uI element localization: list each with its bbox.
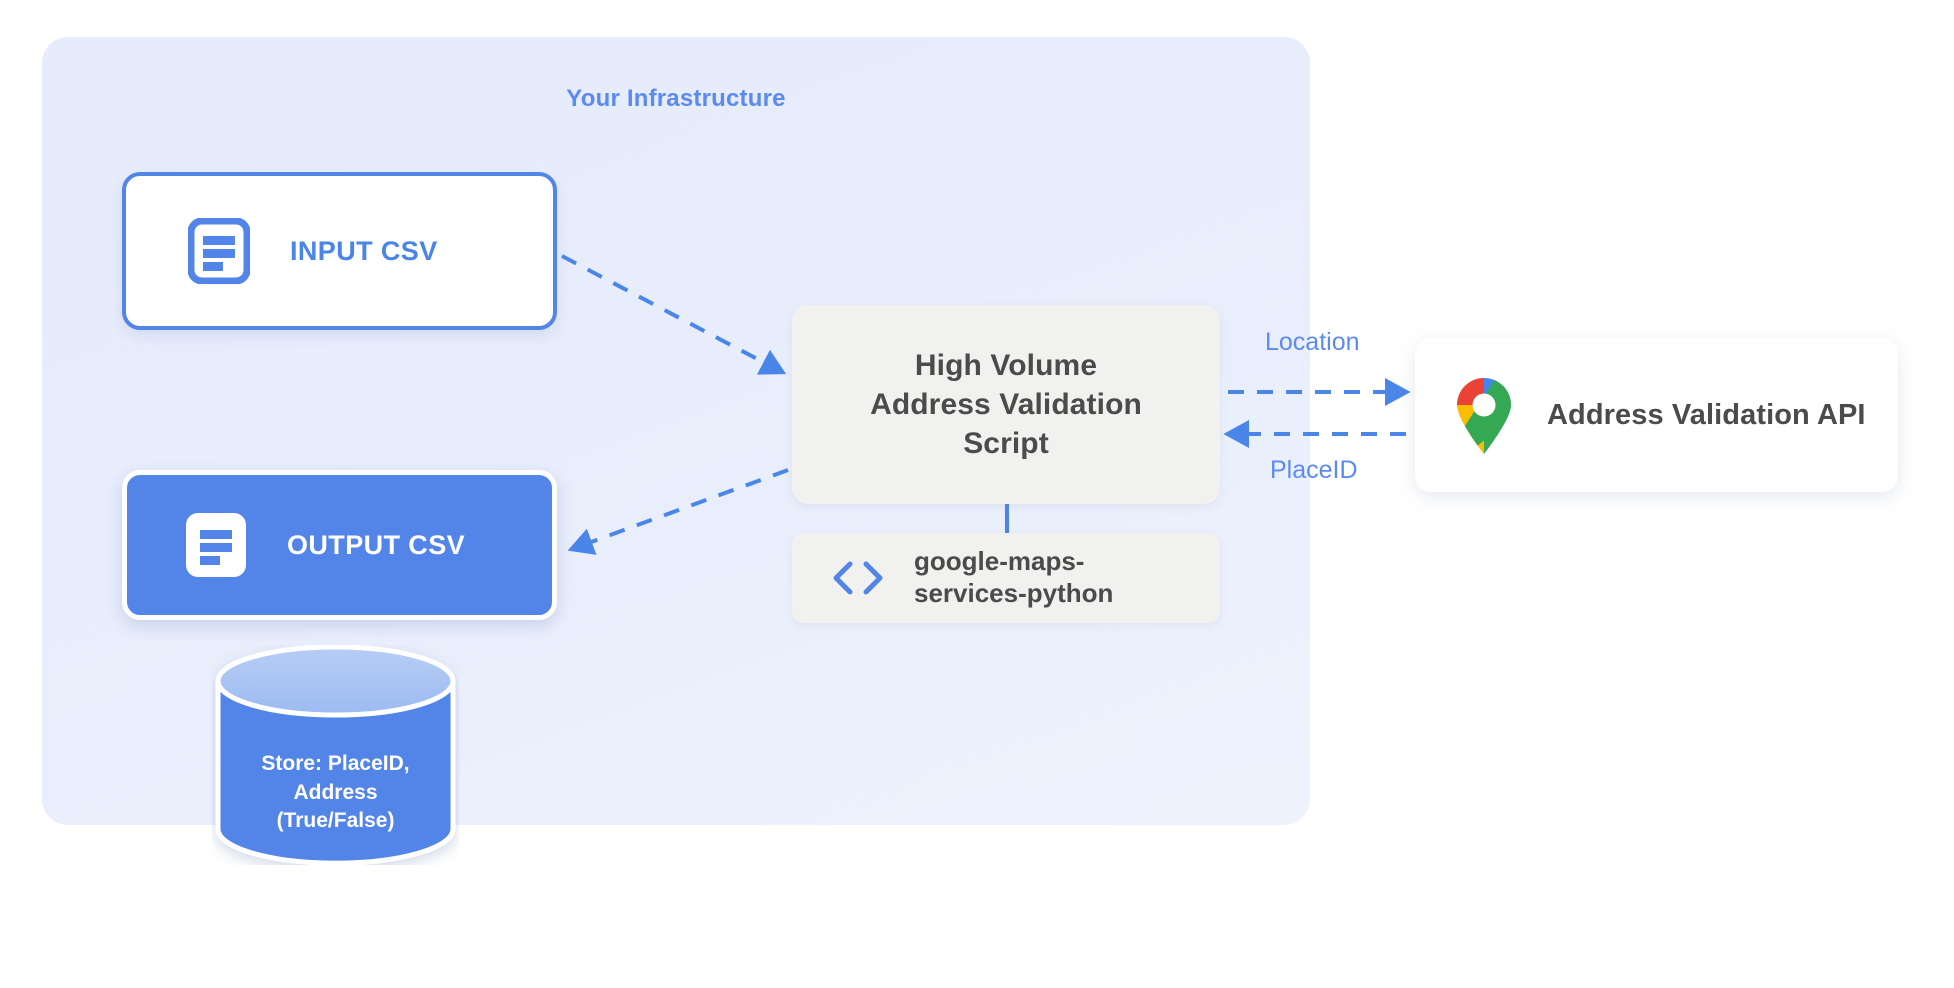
document-icon bbox=[187, 217, 251, 285]
node-address-validation-api[interactable]: Address Validation API bbox=[1415, 338, 1898, 492]
your-infrastructure-title: Your Infrastructure bbox=[566, 85, 786, 112]
edge-label-placeid: PlaceID bbox=[1270, 456, 1358, 484]
node-database-store[interactable]: Store: PlaceID, Address (True/False) bbox=[212, 644, 459, 866]
script-library-connector bbox=[1005, 504, 1009, 533]
library-line-1: google-maps- bbox=[914, 546, 1085, 577]
edge-label-location: Location bbox=[1265, 328, 1360, 356]
node-google-maps-services-python[interactable]: google-maps- services-python bbox=[792, 533, 1220, 623]
library-line-2: services-python bbox=[914, 578, 1114, 608]
node-output-csv[interactable]: OUTPUT CSV bbox=[122, 470, 557, 620]
script-line-2: Address Validation bbox=[870, 388, 1142, 421]
input-csv-label: INPUT CSV bbox=[290, 235, 438, 266]
api-label: Address Validation API bbox=[1547, 398, 1866, 431]
google-maps-pin-icon bbox=[1453, 376, 1515, 454]
node-validation-script[interactable]: High Volume Address Validation Script bbox=[792, 305, 1220, 504]
library-label-group: google-maps- services-python bbox=[914, 546, 1113, 609]
code-brackets-icon bbox=[830, 558, 886, 598]
script-line-1: High Volume bbox=[914, 349, 1098, 382]
document-icon bbox=[185, 512, 247, 578]
output-csv-label: OUTPUT CSV bbox=[287, 529, 466, 560]
node-input-csv[interactable]: INPUT CSV bbox=[122, 172, 557, 330]
script-label-group: High Volume Address Validation Script bbox=[856, 346, 1156, 463]
script-line-3: Script bbox=[963, 427, 1049, 460]
